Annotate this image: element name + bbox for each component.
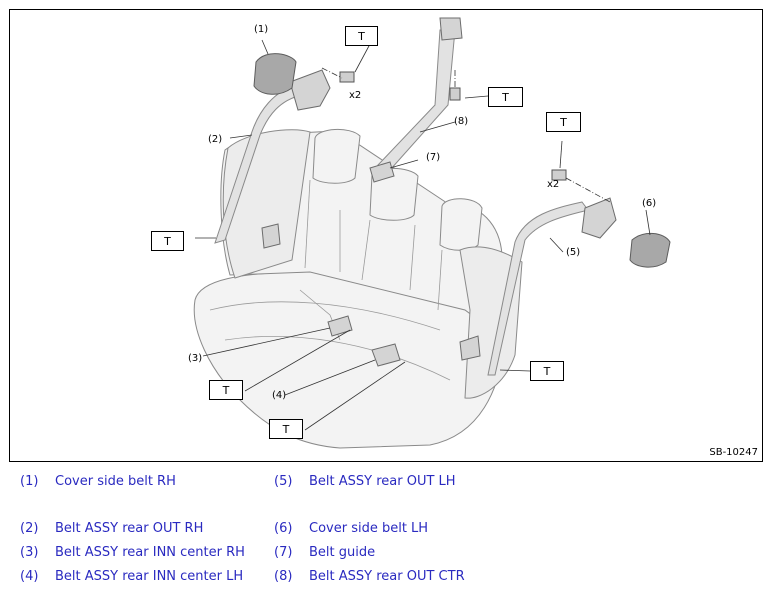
callout-6: (6): [642, 198, 657, 209]
seat-illustration: [193, 17, 671, 449]
torque-box-bolt-ctr: T: [488, 87, 523, 107]
legend-number: (7): [274, 545, 293, 560]
cover-side-belt-lh: [629, 233, 671, 268]
retractor-ctr: [439, 17, 463, 41]
legend-number: (5): [274, 474, 293, 489]
legend-number: (2): [20, 521, 39, 536]
legend-item: (2) Belt ASSY rear OUT RH: [20, 521, 260, 539]
legend-item: (8) Belt ASSY rear OUT CTR: [274, 569, 514, 587]
bolt-lh: [551, 169, 567, 181]
bolt-rh: [339, 71, 355, 83]
callout-7: (7): [426, 152, 441, 163]
callout-8: (8): [454, 116, 469, 127]
legend-number: (8): [274, 569, 293, 584]
retractor-rh: [289, 69, 331, 111]
legend-name: Belt guide: [309, 545, 376, 560]
buckle-lh: [371, 343, 401, 367]
legend-number: (3): [20, 545, 39, 560]
legend-name: Cover side belt LH: [309, 521, 429, 536]
callout-3: (3): [188, 353, 203, 364]
legend-number: (4): [20, 569, 39, 584]
legend-item: (4) Belt ASSY rear INN center LH: [20, 569, 260, 587]
figure-id: SB-10247: [709, 447, 758, 458]
torque-box-anchor-rh: T: [151, 231, 184, 251]
legend-name: Belt ASSY rear INN center LH: [55, 569, 244, 584]
cover-side-belt-rh: [253, 53, 297, 95]
legend-name: Belt ASSY rear INN center RH: [55, 545, 245, 560]
anchor-rh: [261, 223, 281, 249]
legend-item: (5) Belt ASSY rear OUT LH: [274, 474, 514, 492]
legend-number: (1): [20, 474, 39, 489]
belt-lh-webbing: [487, 201, 589, 376]
legend-item: (7) Belt guide: [274, 545, 514, 563]
retractor-lh: [581, 197, 617, 239]
legend-number: (6): [274, 521, 293, 536]
legend-name: Belt ASSY rear OUT LH: [309, 474, 456, 489]
bolt-ctr: [449, 87, 461, 101]
bolt-qty-rh: x2: [349, 90, 362, 101]
callout-1: (1): [254, 24, 269, 35]
legend-item: (1) Cover side belt RH: [20, 474, 260, 492]
headrest-right: [439, 198, 483, 251]
torque-box-bolt-lh: T: [546, 112, 581, 132]
legend-item: (3) Belt ASSY rear INN center RH: [20, 545, 260, 563]
belt-ctr-webbing: [377, 29, 456, 171]
torque-box-anchor-lh: T: [530, 361, 564, 381]
torque-box-buckle-lh: T: [269, 419, 303, 439]
legend-name: Cover side belt RH: [55, 474, 176, 489]
belt-guide: [369, 161, 395, 183]
bolt-qty-lh: x2: [547, 179, 560, 190]
legend-item: (6) Cover side belt LH: [274, 521, 514, 539]
torque-box-bolt-rh: T: [345, 26, 378, 46]
torque-box-buckle-rh: T: [209, 380, 243, 400]
legend-name: Belt ASSY rear OUT CTR: [309, 569, 465, 584]
headrest-left: [312, 129, 361, 184]
legend-name: Belt ASSY rear OUT RH: [55, 521, 204, 536]
callout-2: (2): [208, 134, 223, 145]
callout-4: (4): [272, 390, 287, 401]
buckle-rh: [327, 315, 353, 337]
anchor-lh: [459, 335, 481, 361]
callout-5: (5): [566, 247, 581, 258]
seatbelt-diagram: (1) (2) (3) (4) (5) (6) (7) (8) x2 x2 T …: [9, 9, 763, 462]
